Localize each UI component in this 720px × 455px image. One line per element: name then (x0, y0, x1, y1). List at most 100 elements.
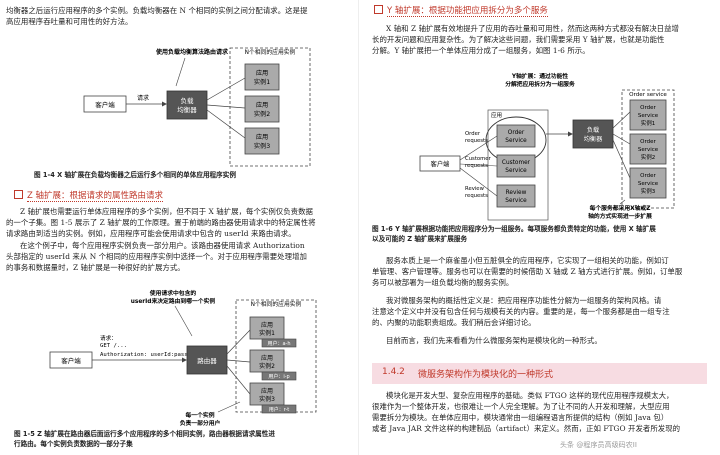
user-range: 用户：i-p (268, 373, 289, 380)
client-label: 客户端 (95, 100, 115, 109)
note-pointer (217, 401, 241, 413)
heading-marker-icon (14, 190, 23, 199)
watermark: 头条 @程序员高级码农II (560, 441, 638, 449)
bottom-note: 负责一部分用户 (180, 419, 221, 427)
service-label: Service (505, 138, 527, 144)
request-line: GET /... (100, 343, 127, 349)
request-label: requests (465, 193, 488, 199)
order-instance-box (629, 167, 667, 199)
service-label: Service (505, 198, 527, 204)
right-paragraph-line: 注意这个定义中并没有包含任何与规模有关的内容。重要的是，每一个服务都是由一组专注 (372, 307, 670, 316)
service-label: Order (508, 130, 525, 136)
request-label: requests (465, 163, 488, 169)
instance-box (244, 127, 280, 155)
client-box (419, 155, 461, 172)
right-paragraph-line: 务可以被部署为一组负载均衡的服务实例。 (372, 278, 514, 287)
section-heading-bar: 1.4.2 微服务架构作为模块化的一种形式 (372, 363, 707, 384)
route-line (612, 111, 631, 129)
user-range: 用户：r-t (269, 406, 290, 413)
lb-label-2: 均衡器 (177, 105, 197, 114)
right-paragraph-line: X 轴和 Z 轴扩展有效地提升了应用的吞吐量和可用性，然而这两种方式都没有解决日… (386, 24, 680, 33)
bottom-note: 轴的方式实现进一步扩展 (588, 212, 652, 220)
arrow-head (568, 131, 573, 137)
instance-label: Service (638, 113, 659, 119)
right-paragraph-line: 我对微服务架构的概括性定义是：把应用程序功能性分解为一组服务的架构风格。请 (386, 296, 662, 305)
right-paragraph-line: 模块化是开发大型、复杂应用程序的基础。类似 FTGO 这样的现代应用程序规模太大… (386, 391, 674, 400)
instance-label: 实例3 (254, 142, 270, 150)
right-paragraph-line: 分解。Y 轴扩展把一个单体应用分成了一组服务，如图 1-6 所示。 (372, 46, 590, 55)
right-paragraph-line: 单管理、客户管理等。服务也可以在需要的时候借助 X 轴或 Z 轴方式进行扩展。例… (372, 267, 683, 276)
order-service-group (621, 89, 675, 209)
request-label: 请求： (100, 334, 117, 342)
instance-label: 实例2 (254, 110, 270, 118)
request-line (459, 135, 498, 161)
customer-service-box (496, 154, 536, 178)
bottom-note: 每一个实例 (186, 411, 215, 419)
instance-label: Service (638, 147, 659, 153)
figure-1-6: Y轴扩展：通过功能性 分解把应用拆分为一组服务 应用 客户端 Order req… (419, 72, 675, 221)
request-label: requests (465, 138, 488, 144)
route-line (612, 139, 631, 179)
figure-1-4: N个相同的应用实例 使用负载均衡算法路由请求 客户端 请求 负载 均衡器 应用 … (83, 47, 311, 167)
figure-caption: 图 1-5 Z 轴扩展在路由器后面运行多个应用程序的多个相同实例，路由器根据请求… (14, 430, 275, 438)
instance-label: 实例1 (641, 119, 656, 127)
left-paragraph-line: 高应用程序吞吐量和可用性的好方法。 (6, 17, 133, 26)
instance-label: 应用 (256, 133, 268, 141)
service-label: Service (505, 168, 527, 174)
application-label: 应用 (491, 111, 502, 119)
user-range-tag (261, 404, 297, 414)
figure-caption: 以及可能的 Z 轴扩展来扩展服务 (372, 235, 468, 243)
arrow-head (182, 357, 187, 363)
client-label: 客户端 (61, 356, 81, 365)
figure-caption: 行路由。每个实例负责数据的一部分子集 (14, 440, 133, 448)
section-title: 微服务架构作为模块化的一种形式 (418, 370, 554, 380)
instance-label: 应用 (256, 101, 268, 109)
arrow-head (162, 101, 167, 107)
request-label: Order (465, 131, 481, 137)
left-paragraph-line: 的事务和数据量时，Z 轴扩展是一种很好的扩展方式。 (6, 263, 185, 272)
request-auth: Authorization: userId:password (100, 352, 201, 358)
instance-label: Order (640, 173, 656, 179)
left-paragraph-line: 的一个子集。图 1-5 展示了 Z 轴扩展的工作原理。置于前端的路由器使用请求中… (6, 218, 316, 227)
group-label: N个相同的应用实例 (245, 48, 296, 56)
route-line (226, 359, 251, 363)
routing-note: 使用请求中包含的 (149, 289, 197, 297)
order-instance-box (629, 133, 667, 165)
right-paragraph-line: 目前而言，我们先来看看为什么微服务架构是模块化的一种形式。 (386, 336, 602, 345)
left-paragraph-line: 在这个例子中，每个应用程序实例负责一部分用户。该路由器使用请求 Authoriz… (20, 241, 305, 250)
page-gutter (358, 0, 359, 455)
figure-caption: 图 1-4 X 轴扩展在负载均衡器之后运行多个相同的单体应用程序实例 (34, 171, 236, 179)
instance-label: 应用 (256, 69, 268, 77)
instance-box (244, 63, 280, 91)
bottom-note: 每个服务都采用X轴或Z (590, 204, 651, 212)
right-paragraph-line: 长的开发问题和应用复杂性。为了解决这些问题，我们需要采用 Y 轴扩展，也就是功能… (372, 35, 665, 44)
route-line (226, 329, 251, 355)
request-line (459, 167, 498, 197)
application-box (487, 109, 549, 221)
left-paragraph-line: 均衡器之后运行应用程序的多个实例。负载均衡器在 N 个相同的实例之间分配请求。这… (6, 6, 308, 15)
instance-label: 实例3 (259, 395, 275, 403)
section-number: 1.4.2 (382, 367, 405, 377)
routing-note: userId来决定路由到哪一个实例 (131, 297, 216, 305)
note-pointer (175, 57, 186, 87)
right-paragraph-line: 很难作为一个整体开发，也很难让一个人完全理解。为了让不同的人开发和理解，大型应用 (372, 402, 670, 411)
left-paragraph-line: 头部指定的 userId 来从 N 个相同的应用程序实例中选择一个。对于应用程序… (6, 252, 307, 261)
left-paragraph-line: 请求路由到适当的实例。例如，应用程序可能会使用请求中包含的 userId 来路由… (6, 229, 296, 238)
user-range-tag (261, 371, 297, 381)
lb-label-1: 负载 (181, 96, 195, 105)
order-service-box (496, 124, 536, 148)
lb-label-1: 负载 (587, 126, 599, 134)
y-axis-heading: Y 轴扩展：根据功能把应用拆分为多个服务 (374, 5, 548, 18)
instance-label: 实例3 (641, 187, 656, 195)
instance-label: Order (640, 139, 656, 145)
instance-label: 实例1 (259, 329, 275, 337)
figure-1-5: 使用请求中包含的 userId来决定路由到哪一个实例 N个相同的应用实例 客户端… (49, 289, 317, 427)
route-line (206, 109, 246, 139)
route-line (226, 365, 251, 395)
figure-caption: 图 1-6 Y 轴扩展根据功能把应用程序分为一组服务。每项服务都负责特定的功能，… (372, 225, 656, 233)
lb-label-2: 均衡器 (584, 135, 603, 143)
note-pointer (174, 305, 193, 337)
instance-label: 应用 (261, 321, 273, 329)
instance-label: 实例2 (641, 153, 656, 161)
y-axis-note: 分解把应用拆分为一组服务 (505, 80, 575, 88)
